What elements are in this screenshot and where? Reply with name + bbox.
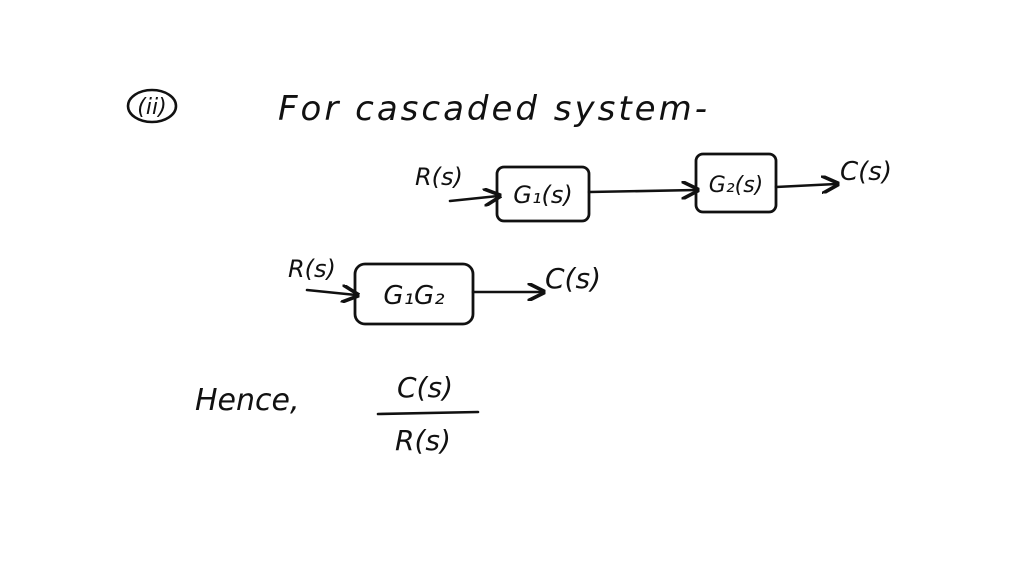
cascade-link-arrow bbox=[587, 190, 696, 192]
cascade-block-1 bbox=[495, 165, 591, 223]
equivalent-input-label: R(s) bbox=[288, 255, 336, 283]
question-circle bbox=[126, 88, 178, 124]
equivalent-output-label: C(s) bbox=[545, 262, 601, 295]
question-marker: (ii) bbox=[126, 88, 178, 124]
fraction-numerator: C(s) bbox=[397, 371, 453, 404]
equivalent-input-arrow bbox=[305, 290, 356, 295]
fraction-bar bbox=[376, 410, 480, 416]
equivalent-block bbox=[353, 262, 475, 326]
conclusion: Hence, C(s) R(s) bbox=[195, 371, 480, 457]
fraction-denominator: R(s) bbox=[395, 424, 451, 457]
cascade-output-arrow bbox=[774, 184, 836, 187]
question-label: (ii) bbox=[137, 95, 166, 120]
equivalent-block-label: G₁G₂ bbox=[383, 281, 444, 311]
cascade-block-2 bbox=[694, 152, 778, 214]
cascade-block-1-label: G₁(s) bbox=[513, 181, 572, 209]
cascade-input-label: R(s) bbox=[415, 163, 463, 191]
heading-text: For cascaded system- bbox=[278, 89, 710, 129]
conclusion-lead: Hence, bbox=[195, 383, 300, 418]
cascade-output-label: C(s) bbox=[840, 157, 892, 187]
equivalent-diagram: R(s) G₁G₂ C(s) bbox=[288, 255, 601, 326]
cascade-diagram: R(s) G₁(s) G₂(s) C(s) bbox=[415, 152, 892, 223]
cascade-block-2-label: G₂(s) bbox=[709, 173, 764, 198]
cascade-input-arrow bbox=[448, 196, 498, 201]
